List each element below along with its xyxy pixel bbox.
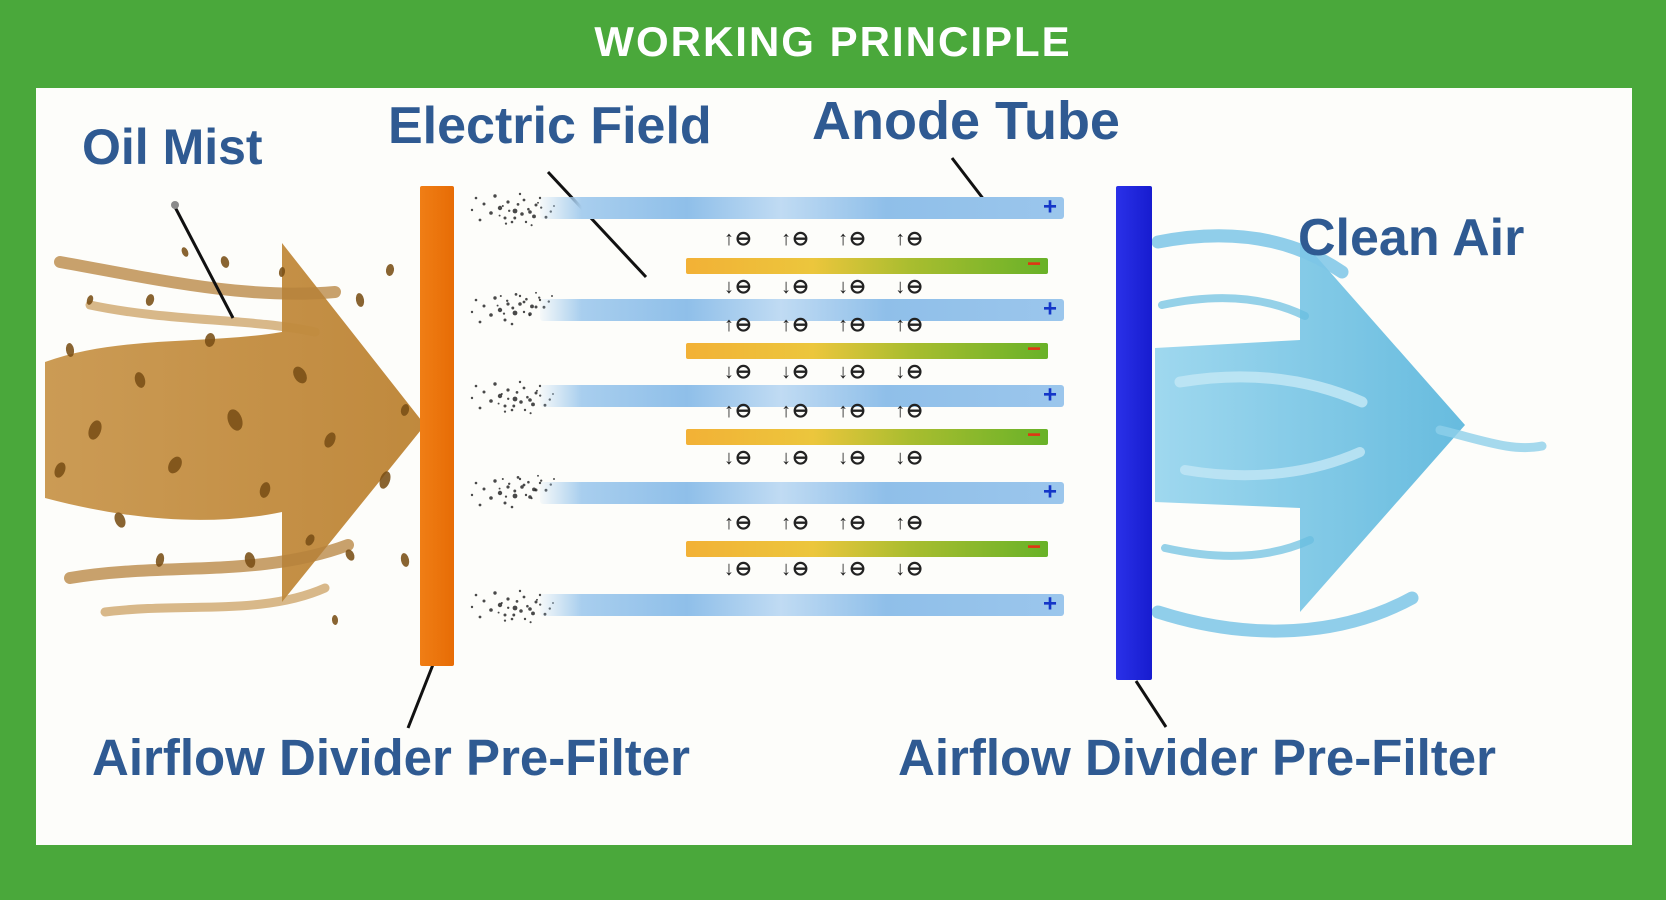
electron-up-icon: ↑⊖	[781, 228, 810, 250]
anode-tube-2: +	[540, 295, 1064, 323]
electron-down-icon: ↓⊖	[838, 558, 867, 580]
anode-tube-5: +	[540, 590, 1064, 618]
minus-charge-icon: −	[1026, 421, 1041, 449]
oil-mist-label: Oil Mist	[82, 119, 263, 175]
plus-charge-icon: +	[1042, 381, 1057, 409]
electron-up-icon: ↑⊖	[838, 228, 867, 250]
clean-air-label: Clean Air	[1298, 209, 1525, 267]
electron-up-icon: ↑⊖	[895, 228, 924, 250]
electron-up-icon: ↑⊖	[895, 314, 924, 336]
minus-charge-icon: −	[1026, 250, 1041, 278]
electron-down-icon: ↓⊖	[781, 558, 810, 580]
electron-down-icon: ↓⊖	[838, 447, 867, 469]
right-airflow-divider-prefilter-bar	[1116, 186, 1152, 680]
electron-down-icon: ↓⊖	[895, 276, 924, 298]
left-airflow-divider-prefilter-bar	[420, 186, 454, 666]
electron-up-icon: ↑⊖	[895, 400, 924, 422]
electron-up-icon: ↑⊖	[838, 314, 867, 336]
ion-row-down-2: ↓⊖ ↓⊖ ↓⊖ ↓⊖	[724, 362, 924, 382]
electron-up-icon: ↑⊖	[724, 512, 753, 534]
minus-charge-icon: −	[1026, 335, 1041, 363]
electron-up-icon: ↑⊖	[838, 400, 867, 422]
anode-tube-3: +	[540, 381, 1064, 409]
electron-down-icon: ↓⊖	[781, 276, 810, 298]
diagram-title: WORKING PRINCIPLE	[594, 18, 1072, 65]
electron-down-icon: ↓⊖	[724, 361, 753, 383]
cathode-plate-1: −	[686, 252, 1048, 276]
electron-down-icon: ↓⊖	[724, 558, 753, 580]
left-prefilter-label: Airflow Divider Pre-Filter	[92, 729, 690, 786]
electron-up-icon: ↑⊖	[838, 512, 867, 534]
ion-row-down-4: ↓⊖ ↓⊖ ↓⊖ ↓⊖	[724, 559, 924, 579]
electron-down-icon: ↓⊖	[895, 361, 924, 383]
minus-charge-icon: −	[1026, 533, 1041, 561]
electron-up-icon: ↑⊖	[895, 512, 924, 534]
anode-tube-1: +	[540, 193, 1064, 221]
plus-charge-icon: +	[1042, 193, 1057, 221]
anode-tube-4: +	[540, 478, 1064, 506]
ion-row-down-3: ↓⊖ ↓⊖ ↓⊖ ↓⊖	[724, 448, 924, 468]
electron-down-icon: ↓⊖	[781, 361, 810, 383]
electron-down-icon: ↓⊖	[724, 447, 753, 469]
electric-field-label: Electric Field	[388, 97, 712, 155]
ion-row-up-4: ↑⊖ ↑⊖ ↑⊖ ↑⊖	[724, 513, 924, 533]
plus-charge-icon: +	[1042, 478, 1057, 506]
ion-row-down-1: ↓⊖ ↓⊖ ↓⊖ ↓⊖	[724, 277, 924, 297]
ion-row-up-3: ↑⊖ ↑⊖ ↑⊖ ↑⊖	[724, 401, 924, 421]
electron-up-icon: ↑⊖	[781, 400, 810, 422]
cathode-plate-3: −	[686, 423, 1048, 447]
ion-row-up-2: ↑⊖ ↑⊖ ↑⊖ ↑⊖	[724, 315, 924, 335]
electron-up-icon: ↑⊖	[724, 400, 753, 422]
ion-row-up-1: ↑⊖ ↑⊖ ↑⊖ ↑⊖	[724, 229, 924, 249]
electron-down-icon: ↓⊖	[838, 276, 867, 298]
electron-down-icon: ↓⊖	[724, 276, 753, 298]
electron-down-icon: ↓⊖	[895, 447, 924, 469]
cathode-plate-4: −	[686, 535, 1048, 559]
electron-up-icon: ↑⊖	[781, 512, 810, 534]
right-prefilter-label: Airflow Divider Pre-Filter	[898, 729, 1496, 786]
electron-down-icon: ↓⊖	[895, 558, 924, 580]
plus-charge-icon: +	[1042, 590, 1057, 618]
electron-down-icon: ↓⊖	[781, 447, 810, 469]
electron-down-icon: ↓⊖	[838, 361, 867, 383]
electron-up-icon: ↑⊖	[781, 314, 810, 336]
electron-up-icon: ↑⊖	[724, 228, 753, 250]
electron-up-icon: ↑⊖	[724, 314, 753, 336]
cathode-plate-2: −	[686, 337, 1048, 361]
plus-charge-icon: +	[1042, 295, 1057, 323]
anode-tube-label: Anode Tube	[812, 91, 1120, 151]
